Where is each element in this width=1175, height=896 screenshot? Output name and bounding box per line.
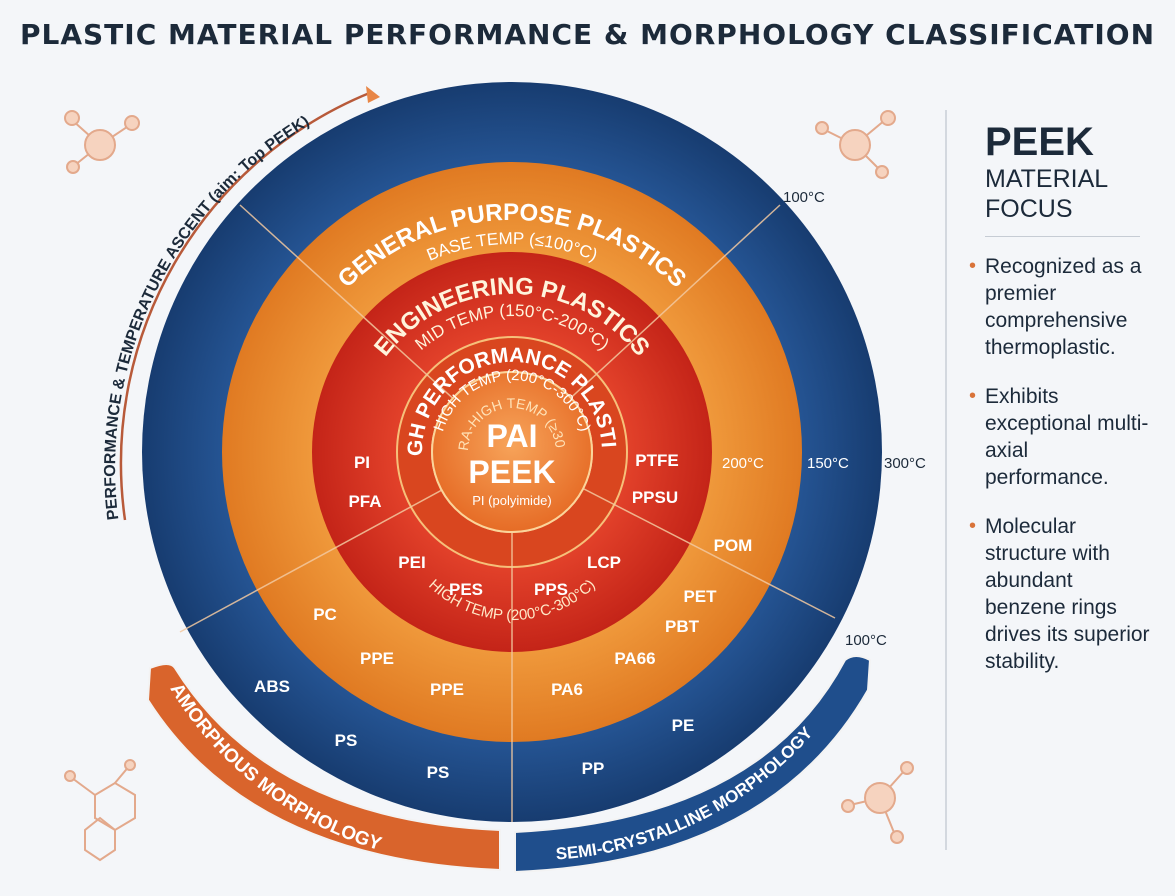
- material-label: PPS: [534, 580, 568, 599]
- material-label: PET: [683, 587, 717, 606]
- material-label: PFA: [348, 492, 381, 511]
- core-line-2: PEEK: [468, 454, 555, 490]
- material-label: PBT: [665, 617, 700, 636]
- temp-marker-200: 200°C: [722, 455, 764, 472]
- material-label: ABS: [254, 677, 290, 696]
- material-label: PPE: [360, 649, 394, 668]
- side-panel-bullets: •Recognized as a premier comprehensive t…: [969, 253, 1165, 675]
- bullet-item: •Recognized as a premier comprehensive t…: [969, 255, 1142, 359]
- side-panel-subtitle-2: FOCUS: [985, 195, 1073, 223]
- molecule-icon: [841, 761, 914, 844]
- panel-divider: [945, 110, 947, 850]
- core-line-3: PI (polyimide): [472, 493, 551, 508]
- material-label: PTFE: [635, 451, 678, 470]
- material-label: PA66: [614, 649, 655, 668]
- material-label: PPSU: [632, 488, 678, 507]
- classification-diagram: PERFORMANCE & TEMPERATURE ASCENT (aim: T…: [0, 0, 926, 874]
- material-label: PES: [449, 580, 483, 599]
- semi-crystalline-banner: [514, 655, 872, 874]
- material-label: PS: [427, 763, 450, 782]
- material-label: PA6: [551, 680, 583, 699]
- material-label: POM: [714, 536, 753, 555]
- temp-marker-150: 150°C: [807, 455, 849, 472]
- side-panel-rule: [985, 236, 1140, 237]
- molecule-icon: [64, 110, 140, 174]
- core-line-1: PAI: [487, 418, 538, 454]
- molecule-icon: [815, 110, 896, 179]
- molecule-icon: [64, 759, 136, 862]
- bullet-item: •Molecular structure with abundant benze…: [969, 515, 1150, 673]
- temp-marker-100-bottom: 100°C: [845, 632, 887, 649]
- bullet-item: •Exhibits exceptional multi-axial perfor…: [969, 385, 1149, 489]
- page-title: PLASTIC MATERIAL PERFORMANCE & MORPHOLOG…: [19, 18, 1155, 51]
- temp-marker-300: 300°C: [884, 455, 926, 472]
- material-label: PEI: [398, 553, 425, 572]
- material-label: PI: [354, 453, 370, 472]
- material-label: PC: [313, 605, 337, 624]
- side-panel-title: PEEK: [985, 120, 1094, 164]
- side-panel-subtitle-1: MATERIAL: [985, 165, 1109, 193]
- axis-arc: [119, 90, 373, 521]
- material-label: PS: [335, 731, 358, 750]
- bullet-dot-icon: •: [969, 385, 977, 407]
- axis-arrowhead: [366, 86, 380, 103]
- material-label: LCP: [587, 553, 621, 572]
- temp-marker-100-top: 100°C: [783, 189, 825, 206]
- amorphous-banner: [146, 663, 501, 872]
- material-label: PPE: [430, 680, 464, 699]
- bullet-dot-icon: •: [969, 255, 977, 277]
- material-label: PP: [582, 759, 605, 778]
- material-label: PE: [672, 716, 695, 735]
- bullet-dot-icon: •: [969, 515, 977, 537]
- side-panel: PEEK MATERIAL FOCUS •Recognized as a pre…: [969, 120, 1165, 697]
